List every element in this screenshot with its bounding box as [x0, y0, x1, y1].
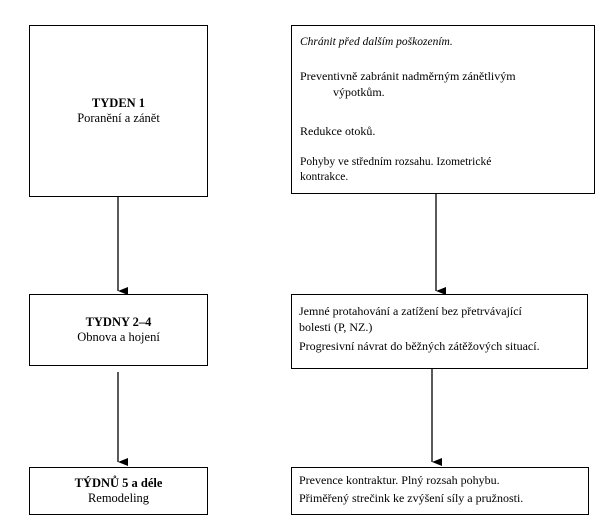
goal-line: kontrakce. — [300, 171, 349, 183]
goal-line: Jemné protahování a zatížení bez přetrvá… — [299, 304, 522, 318]
phase-box-week5-plus: TÝDNŮ 5 a déle Remodeling — [29, 467, 208, 515]
goal-line: Přiměřený strečink ke zvýšení síly a pru… — [299, 491, 524, 505]
goals-box-weeks2-4: Jemné protahování a zatížení bez přetrvá… — [291, 294, 588, 369]
goal-line: Prevence kontraktur. Plný rozsah pohybu. — [299, 473, 500, 487]
goal-line: Pohyby ve středním rozsahu. Izometrické — [300, 156, 492, 168]
phase-box-week1: TYDEN 1 Poranění a zánět — [29, 25, 208, 197]
goals-box-week1: Chránit před dalším poškozením. Preventi… — [291, 25, 595, 194]
goal-line: výpotkům. — [333, 85, 385, 99]
phase-title: TYDNY 2–4 — [85, 315, 152, 329]
phase-subtitle: Obnova a hojení — [77, 330, 160, 344]
phase-title: TYDEN 1 — [91, 96, 146, 110]
goal-line: Redukce otoků. — [300, 124, 376, 138]
goals-box-week5-plus: Prevence kontraktur. Plný rozsah pohybu.… — [291, 467, 589, 515]
goal-line: Chránit před dalším poškozením. — [300, 36, 453, 48]
goal-line: bolesti (P, NZ.) — [299, 320, 373, 334]
goal-line: Preventivně zabránit nadměrným zánětlivý… — [300, 69, 516, 83]
phase-subtitle: Poranění a zánět — [77, 111, 160, 125]
phase-subtitle: Remodeling — [87, 491, 150, 505]
phase-title: TÝDNŮ 5 a déle — [74, 476, 163, 490]
phase-box-weeks2-4: TYDNY 2–4 Obnova a hojení — [29, 294, 208, 366]
goal-line: Progresivní návrat do běžných zátěžových… — [299, 339, 540, 353]
